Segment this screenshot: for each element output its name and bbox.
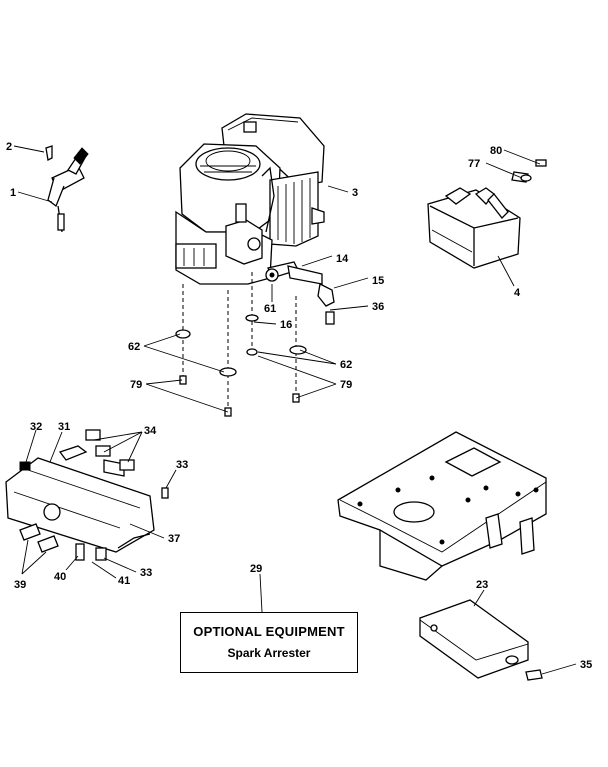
callout-77: 77 <box>468 158 480 170</box>
muffler-drawing <box>427 159 547 269</box>
callout-15: 15 <box>372 275 384 287</box>
optional-equipment-box: OPTIONAL EQUIPMENT Spark Arrester <box>180 612 358 673</box>
callout-62-left: 62 <box>128 341 140 353</box>
engine-mount-plate-drawing <box>337 431 547 581</box>
mount-guide-lines <box>182 272 297 414</box>
throttle-control-drawing <box>45 145 89 233</box>
callout-23: 23 <box>476 579 488 591</box>
engine-drawing <box>175 113 335 325</box>
callout-2: 2 <box>6 141 12 153</box>
callout-35: 35 <box>580 659 592 671</box>
callout-33-upper: 33 <box>176 459 188 471</box>
callout-80: 80 <box>490 145 502 157</box>
callout-34: 34 <box>144 425 157 437</box>
callout-39: 39 <box>14 579 26 591</box>
callout-32: 32 <box>30 421 42 433</box>
callout-3: 3 <box>352 187 358 199</box>
callout-29: 29 <box>250 563 262 575</box>
callout-16: 16 <box>280 319 292 331</box>
callout-36: 36 <box>372 301 384 313</box>
callout-41: 41 <box>118 575 130 587</box>
callout-61: 61 <box>264 303 276 315</box>
callout-4: 4 <box>514 287 521 299</box>
optional-equipment-title: OPTIONAL EQUIPMENT <box>193 624 345 639</box>
callout-31: 31 <box>58 421 70 433</box>
callout-14: 14 <box>336 253 349 265</box>
callout-79-left: 79 <box>130 379 142 391</box>
callout-37: 37 <box>168 533 180 545</box>
callout-40: 40 <box>54 571 66 583</box>
spark-arrester-drawing <box>419 599 543 681</box>
callout-1: 1 <box>10 187 16 199</box>
heat-shield-drawing <box>5 429 169 561</box>
callout-33-lower: 33 <box>140 567 152 579</box>
callout-79-right: 79 <box>340 379 352 391</box>
callout-62-right: 62 <box>340 359 352 371</box>
spark-arrester-label: Spark Arrester <box>227 646 311 660</box>
callout-leader-lines <box>13 145 577 675</box>
